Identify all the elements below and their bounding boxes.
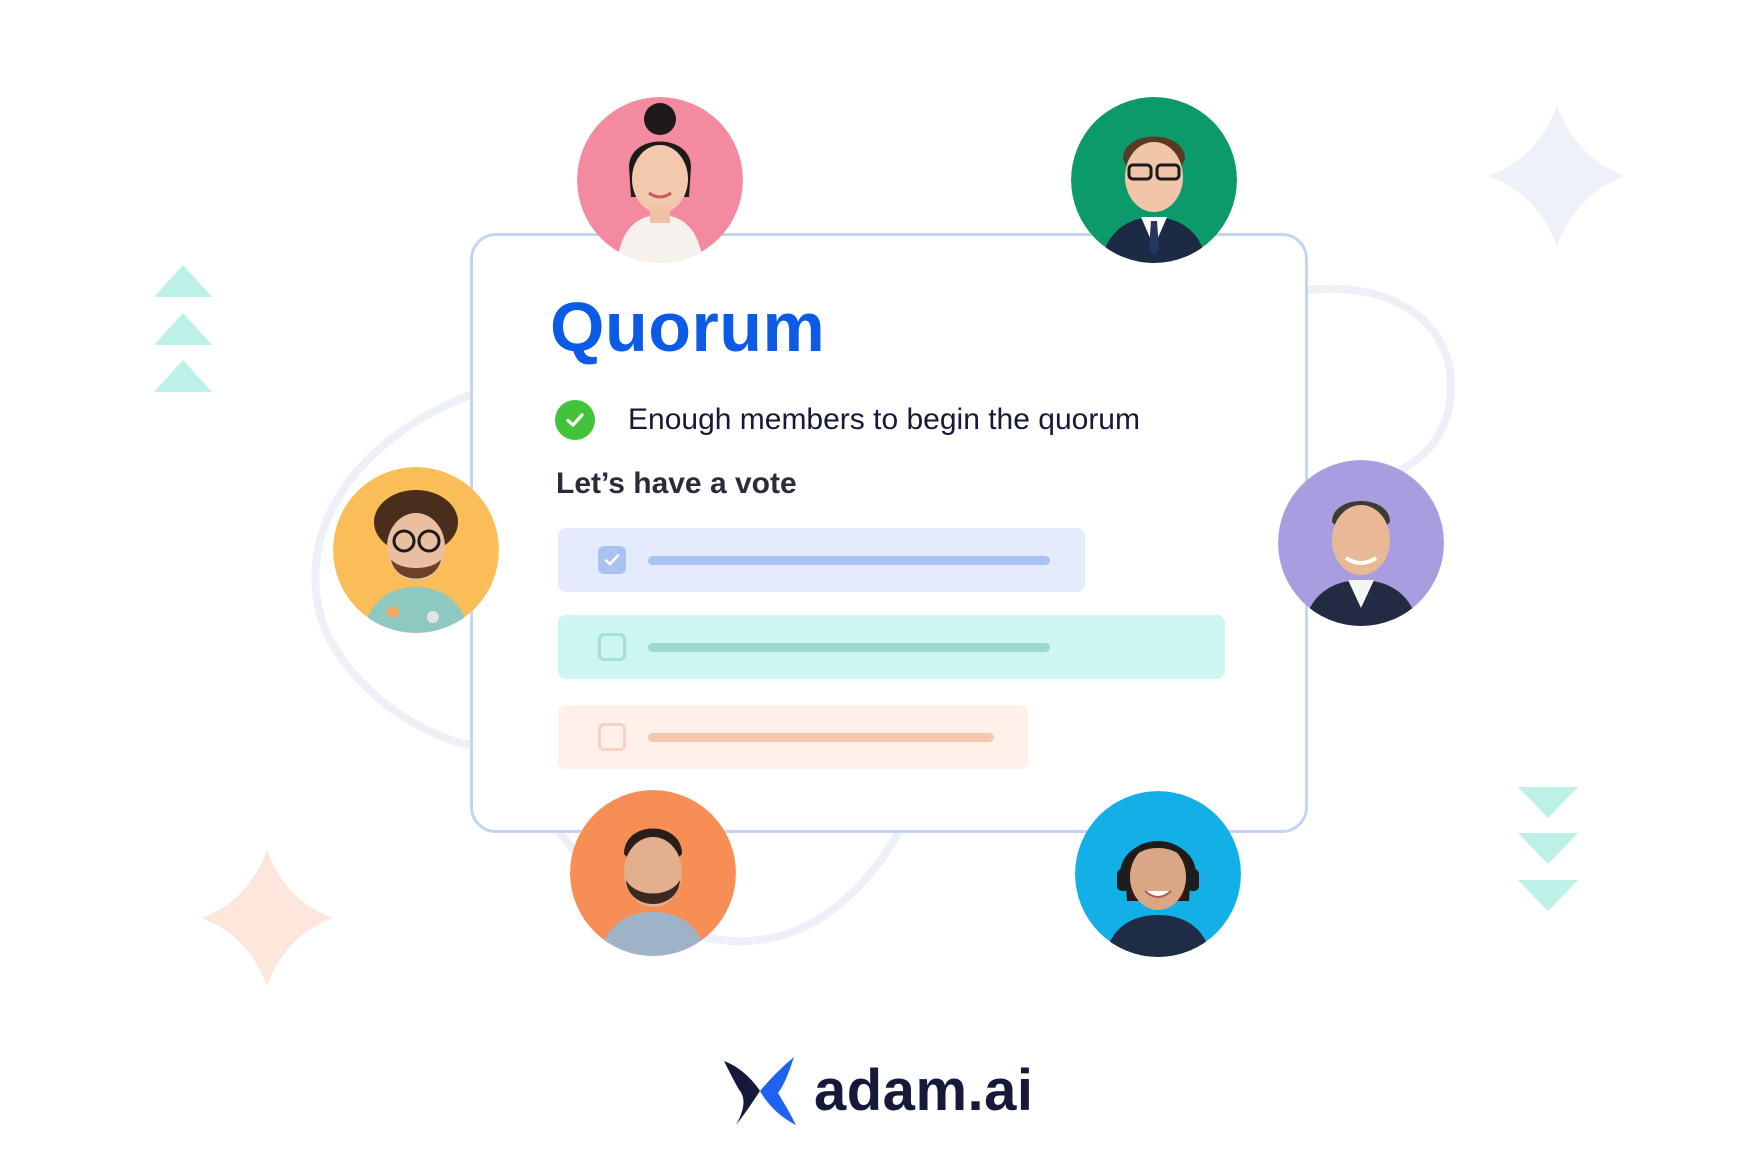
down-chevrons-icon — [1518, 787, 1578, 911]
check-circle-icon — [555, 400, 595, 440]
person-avatar-man-curly-glasses-icon — [333, 467, 499, 633]
avatar — [1071, 97, 1237, 263]
brand-name: adam.ai — [814, 1058, 1034, 1123]
person-avatar-woman-bun-icon — [577, 97, 743, 263]
person-avatar-man-suit-icon — [1278, 460, 1444, 626]
option-placeholder-line — [648, 555, 1050, 565]
checkbox-checked[interactable] — [598, 546, 626, 574]
checkbox-unchecked[interactable] — [598, 633, 626, 661]
status-text: Enough members to begin the quorum — [628, 403, 1140, 436]
vote-option-2[interactable] — [558, 615, 1225, 679]
vote-heading: Let’s have a vote — [556, 467, 797, 500]
person-avatar-woman-headset-icon — [1075, 791, 1241, 957]
avatar — [333, 467, 499, 633]
checkmark-icon — [604, 554, 620, 566]
brand-logo: adam.ai — [722, 1055, 1034, 1127]
option-placeholder-line — [648, 642, 1050, 652]
adam-ai-logo-icon — [724, 1057, 796, 1125]
avatar — [577, 97, 743, 263]
avatar — [570, 790, 736, 956]
quorum-status: Enough members to begin the quorum — [555, 400, 1140, 440]
sparkle-icon — [201, 850, 333, 986]
sparkle-icon — [1489, 106, 1625, 246]
avatar — [1278, 460, 1444, 626]
up-chevrons-icon — [154, 265, 212, 392]
avatar — [1075, 791, 1241, 957]
checkbox-unchecked[interactable] — [598, 723, 626, 751]
person-avatar-man-glasses-suit-icon — [1071, 97, 1237, 263]
person-avatar-man-beard-icon — [570, 790, 736, 956]
option-placeholder-line — [648, 732, 994, 742]
card-title: Quorum — [550, 288, 826, 366]
vote-option-3[interactable] — [558, 705, 1028, 769]
vote-option-1[interactable] — [558, 528, 1085, 592]
